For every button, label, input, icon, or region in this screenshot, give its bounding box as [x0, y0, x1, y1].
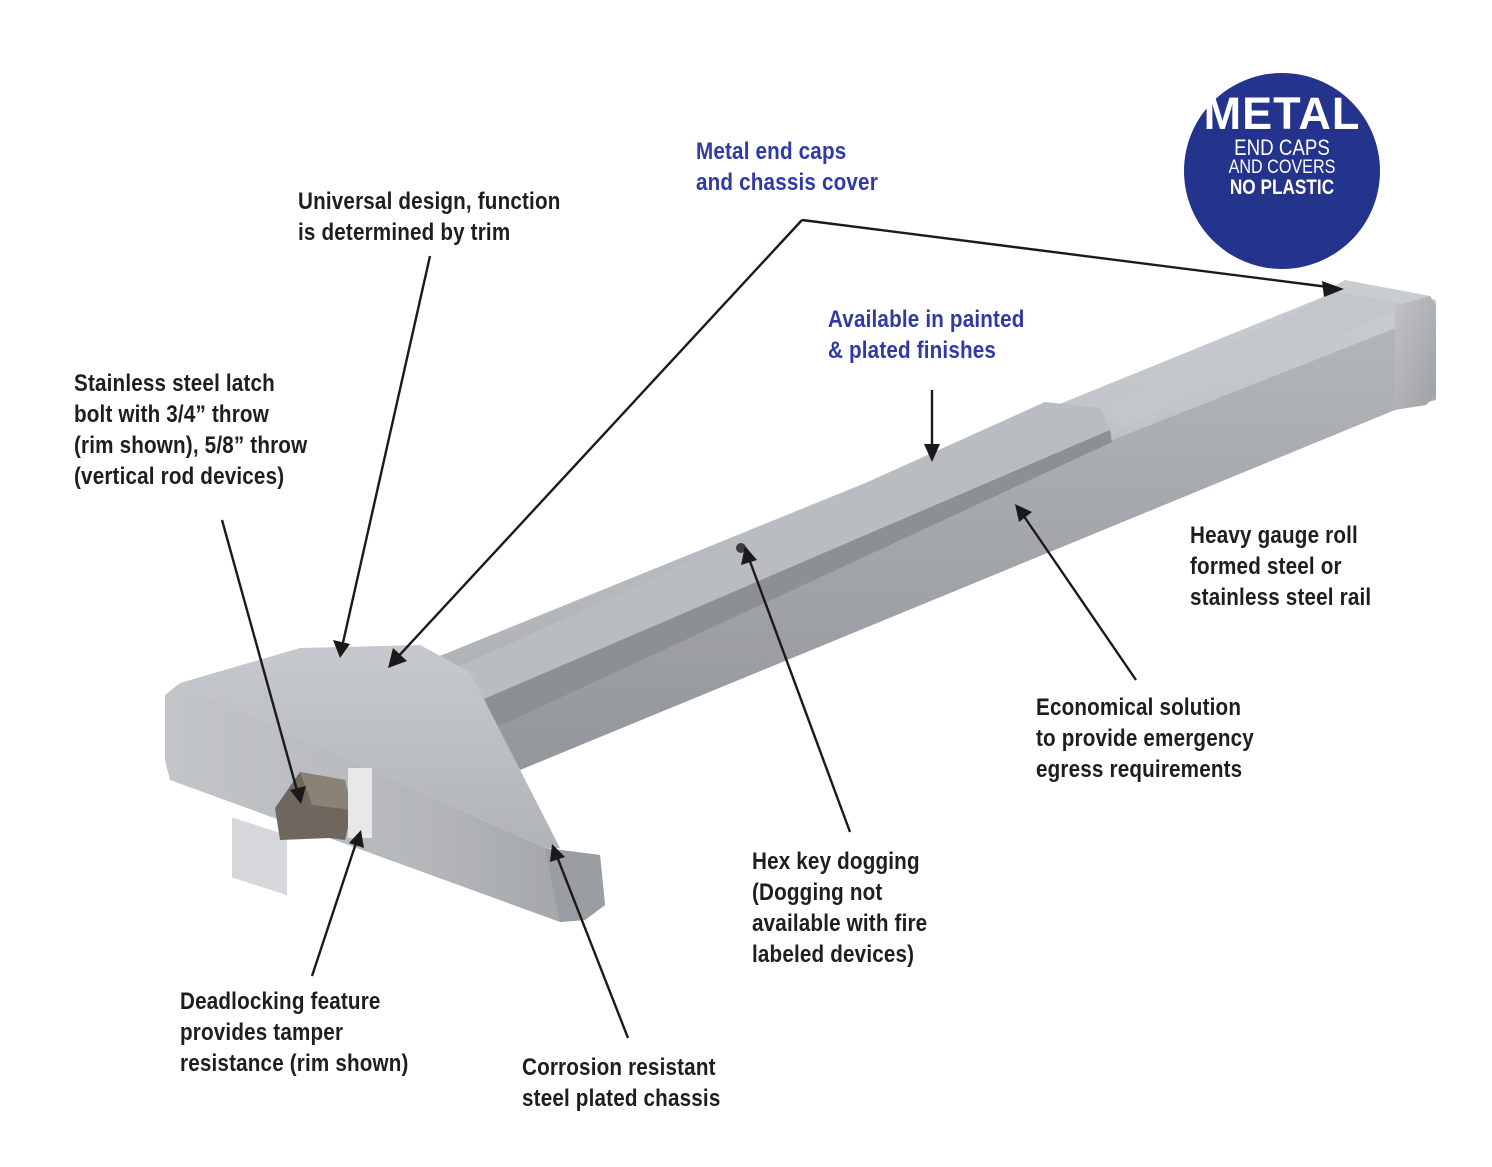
rail: [430, 288, 1436, 770]
leader-hex-key: [746, 555, 852, 833]
arrowhead-economical: [1015, 504, 1032, 522]
callout-universal-design: Universal design, function is determined…: [298, 188, 561, 246]
callout-deadlocking-feature: Deadlocking feature provides tamper resi…: [180, 988, 409, 1077]
arrowheads: [290, 281, 1344, 862]
end-cap-top: [1328, 280, 1430, 306]
latch-bolt-face: [300, 772, 352, 810]
dogging-hole: [736, 543, 746, 553]
chassis: [165, 645, 605, 922]
callout-heavy-gauge-rail: Heavy gauge roll formed steel or stainle…: [1190, 522, 1372, 611]
leader-universal-design: [340, 255, 432, 648]
badge-title: METAL: [1203, 88, 1361, 139]
badge-line-covers: AND COVERS: [1228, 157, 1336, 178]
arrowhead-deadlocking: [349, 830, 364, 848]
leader-economical: [1020, 511, 1137, 681]
arrowhead-chassis-cover: [388, 648, 407, 668]
leader-deadlocking: [310, 839, 359, 977]
callout-metal-end-caps: Metal end caps and chassis cover: [696, 138, 878, 196]
callout-latch-bolt: Stainless steel latch bolt with 3/4” thr…: [74, 370, 308, 490]
leader-lines: [220, 218, 1337, 1039]
label-plate: [232, 817, 287, 896]
callout-hex-key-dogging: Hex key dogging (Dogging not available w…: [752, 848, 928, 968]
rail-front-face: [478, 312, 1436, 770]
leader-metal-end-caps-left: [394, 219, 803, 661]
end-cap: [1328, 280, 1436, 410]
metal-badge: METAL END CAPS AND COVERS NO PLASTIC: [1184, 73, 1380, 269]
chassis-top: [180, 645, 560, 848]
callout-painted-finishes: Available in painted & plated finishes: [828, 306, 1025, 364]
chassis-front: [165, 683, 605, 922]
end-cap-face: [1395, 296, 1436, 410]
latch-opening: [348, 768, 372, 838]
rail-upper-section: [1100, 288, 1420, 428]
callout-economical-solution: Economical solution to provide emergency…: [1036, 694, 1254, 783]
callout-corrosion-resistant: Corrosion resistant steel plated chassis: [522, 1054, 721, 1112]
arrowhead-universal: [333, 640, 350, 658]
arrowhead-painted: [924, 444, 940, 462]
leader-latch-bolt: [220, 519, 300, 795]
push-pad-shadow: [470, 430, 1112, 735]
arrowhead-latch: [290, 786, 306, 804]
leader-metal-end-caps-right: [801, 218, 1337, 290]
arrowhead-corrosion: [550, 844, 565, 862]
arrowhead-hex-key: [741, 546, 757, 565]
badge-line-no-plastic: NO PLASTIC: [1229, 176, 1335, 199]
badge-line-end-caps: END CAPS: [1234, 135, 1330, 160]
arrowhead-end-cap: [1322, 281, 1344, 297]
leader-corrosion: [554, 853, 630, 1039]
